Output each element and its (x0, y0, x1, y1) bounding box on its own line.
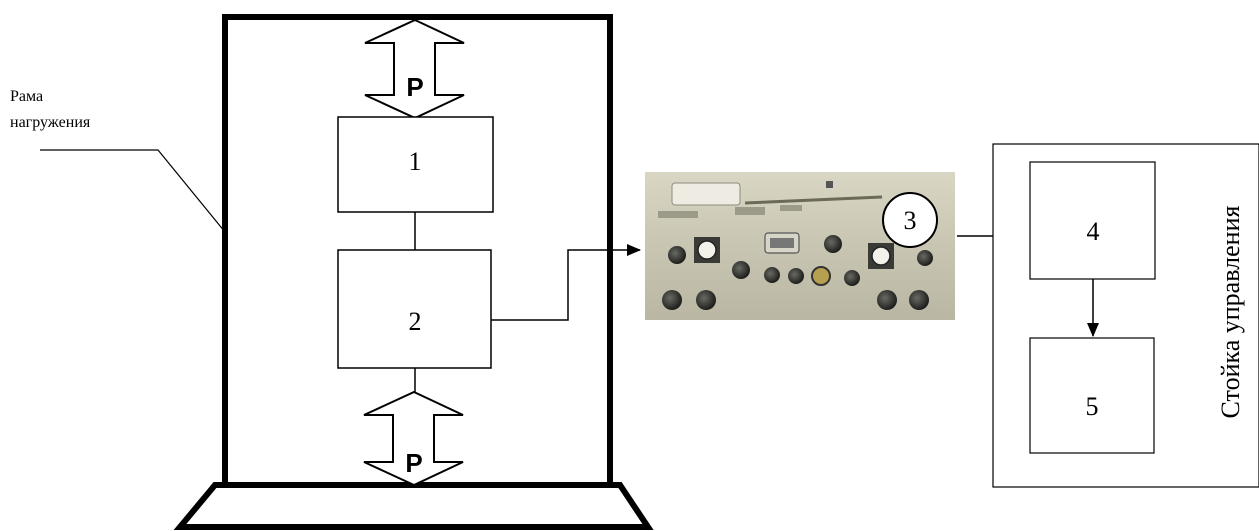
block-2: 2 (338, 250, 491, 368)
block-2-label: 2 (409, 307, 422, 336)
board-knob (872, 247, 890, 265)
board-bnc-connector (812, 267, 830, 285)
board-bnc-connector (824, 235, 842, 253)
board-connector (672, 183, 740, 205)
board-component (735, 207, 765, 215)
block-4-label: 4 (1087, 217, 1100, 246)
board-bnc-connector (696, 290, 716, 310)
board-bnc-connector (668, 246, 686, 264)
force-label-top: P (406, 72, 423, 102)
block-1: 1 (338, 117, 493, 212)
board-bnc-connector (732, 261, 750, 279)
board-dsub-pins (770, 238, 794, 248)
board-component (826, 181, 833, 188)
block-1-label: 1 (409, 147, 422, 176)
frame-label-line1: Рама (10, 88, 43, 105)
electronics-board-photo: 3 (645, 172, 955, 320)
bottom-force-arrow: P (364, 392, 463, 485)
control-rack-label: Стойка управления (1216, 206, 1245, 419)
frame-label-leader-line (40, 150, 225, 232)
board-knob (698, 241, 716, 259)
frame-label-line2: нагружения (10, 114, 91, 131)
board-bnc-connector (909, 290, 929, 310)
block-5-label: 5 (1086, 392, 1099, 421)
frame-base (180, 485, 648, 527)
board-bnc-connector (788, 268, 804, 284)
top-force-arrow: P (365, 20, 464, 118)
board-bnc-connector (917, 250, 933, 266)
board-bnc-connector (662, 290, 682, 310)
board-component (658, 211, 698, 218)
block-3-label: 3 (904, 206, 917, 235)
control-rack: 4 5 Стойка управления (993, 144, 1259, 487)
board-bnc-connector (764, 267, 780, 283)
force-label-bottom: P (405, 448, 422, 478)
board-bnc-connector (844, 270, 860, 286)
board-bnc-connector (877, 290, 897, 310)
board-component (780, 205, 802, 211)
double-arrow-shape (365, 20, 464, 118)
signal-arrow-2-to-3 (491, 250, 640, 320)
